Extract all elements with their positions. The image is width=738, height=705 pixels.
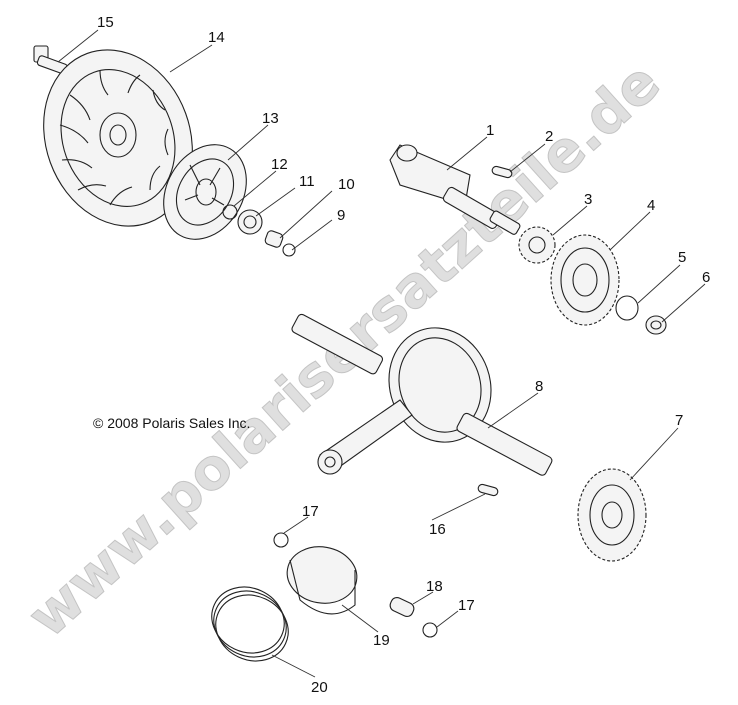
callout-2: 2 xyxy=(545,128,553,145)
piston-pin-clip xyxy=(273,532,289,548)
oil-seal xyxy=(237,209,263,235)
leader-lines xyxy=(57,29,706,678)
woodruff-key xyxy=(491,165,513,179)
callout-11: 11 xyxy=(299,173,315,190)
callout-1: 1 xyxy=(486,122,494,139)
piston-pin-clip xyxy=(422,622,438,638)
stator-plate xyxy=(163,144,247,240)
crankshaft xyxy=(291,313,553,476)
callout-9: 9 xyxy=(337,207,345,224)
callout-12: 12 xyxy=(271,156,288,173)
callout-17b: 17 xyxy=(458,597,475,614)
flywheel-bolt xyxy=(33,45,68,75)
balance-shaft xyxy=(389,144,521,235)
drive-gear xyxy=(518,226,556,264)
flywheel xyxy=(43,49,193,227)
callout-7: 7 xyxy=(675,412,683,429)
piston-pin xyxy=(389,597,415,617)
piston-rings xyxy=(211,586,289,662)
callout-3: 3 xyxy=(584,191,592,208)
callout-6: 6 xyxy=(702,269,710,286)
callout-20: 20 xyxy=(311,679,328,696)
gear-nut xyxy=(645,315,667,335)
callout-15: 15 xyxy=(97,14,114,31)
washer xyxy=(222,204,238,220)
gear-washer xyxy=(615,295,639,321)
callout-5: 5 xyxy=(678,249,686,266)
callout-10: 10 xyxy=(338,176,355,193)
callout-16: 16 xyxy=(429,521,446,538)
callout-13: 13 xyxy=(262,110,279,127)
piston xyxy=(286,546,358,615)
callout-17: 17 xyxy=(302,503,319,520)
callout-18: 18 xyxy=(426,578,443,595)
callout-8: 8 xyxy=(535,378,543,395)
callout-19: 19 xyxy=(373,632,390,649)
callout-4: 4 xyxy=(647,197,655,214)
callout-labels: 1 2 3 4 5 6 7 8 9 10 11 12 13 14 15 16 1… xyxy=(97,14,710,696)
copyright-text: © 2008 Polaris Sales Inc. xyxy=(93,415,250,431)
o-ring xyxy=(282,243,296,257)
balance-gear xyxy=(550,234,620,326)
crank-gear xyxy=(577,468,647,562)
crank-key xyxy=(477,483,499,497)
bushing xyxy=(264,230,284,248)
callout-14: 14 xyxy=(208,29,225,46)
